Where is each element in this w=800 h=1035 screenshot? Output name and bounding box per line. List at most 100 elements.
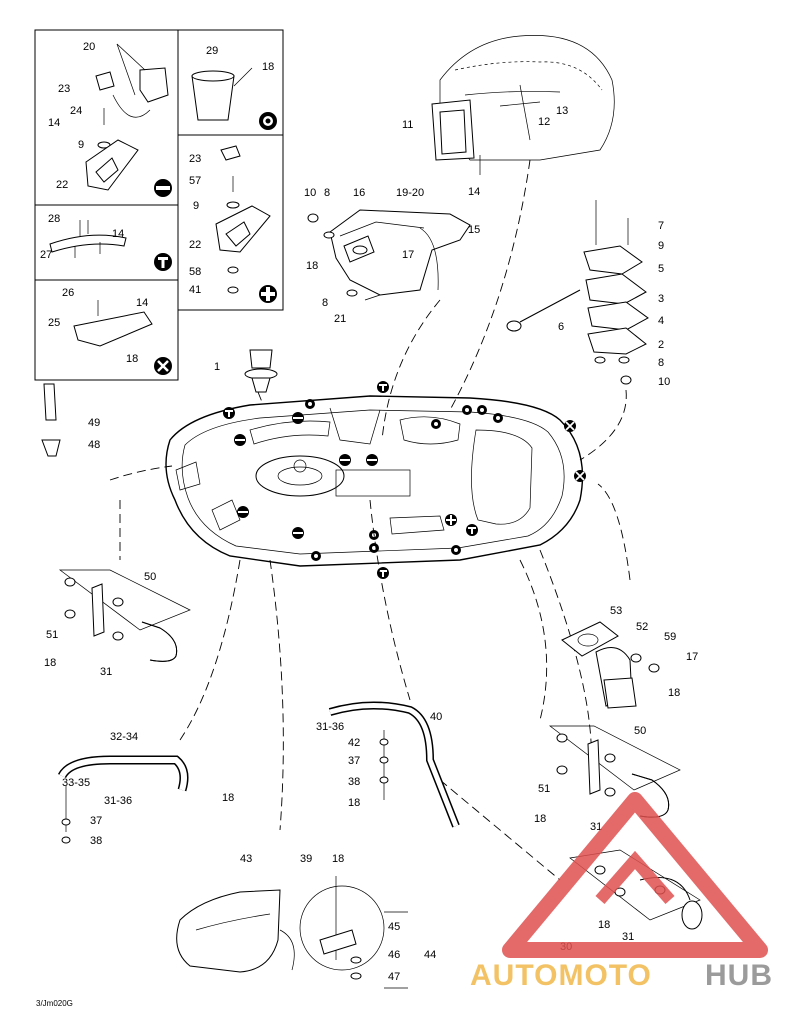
circle-symbol <box>477 405 487 415</box>
part-label: 38 <box>348 776 360 788</box>
detail-hose-32-34 <box>57 755 189 844</box>
part-label: 14 <box>48 117 60 129</box>
part-label: 48 <box>88 439 100 451</box>
bar-symbol <box>292 412 304 424</box>
part-label: 8 <box>658 357 664 369</box>
part-label: 31 <box>622 931 634 943</box>
part-label: 6 <box>558 321 564 333</box>
circle-symbol <box>493 413 503 423</box>
part-label: 31 <box>590 821 602 833</box>
part-label: 10 <box>304 187 316 199</box>
cross-symbol <box>564 420 576 432</box>
tee-symbol-inset <box>154 253 172 271</box>
part-label: 37 <box>90 815 102 827</box>
cross-symbol-inset <box>154 357 172 375</box>
part-label: 1 <box>214 361 220 373</box>
part-label: 38 <box>90 835 102 847</box>
watermark-logo: AUTOMOTO HUB <box>470 792 773 992</box>
bar-symbol <box>154 179 172 197</box>
bar-symbol <box>292 527 304 539</box>
part-label: 7 <box>658 220 664 232</box>
circle-symbol <box>305 399 315 409</box>
part-label: 33-35 <box>62 777 90 789</box>
part-label: 44 <box>424 949 436 961</box>
watermark-hub: HUB <box>705 959 773 992</box>
part-label: 24 <box>70 105 82 117</box>
inset-frames <box>34 29 284 381</box>
part-label: 51 <box>538 783 550 795</box>
circle-symbol-29 <box>259 112 277 130</box>
plus-symbol <box>259 285 277 303</box>
part-label: 8 <box>324 187 330 199</box>
cross-symbol <box>574 470 586 482</box>
part-label: 51 <box>46 629 58 641</box>
part-label: 58 <box>189 266 201 278</box>
part-label: 13 <box>556 105 568 117</box>
detail-vent-stack <box>506 200 649 385</box>
part-label: 31-36 <box>104 795 132 807</box>
detail-glove-panel <box>307 209 471 301</box>
part-label: 26 <box>62 287 74 299</box>
part-label: 41 <box>189 284 201 296</box>
part-label: 17 <box>686 651 698 663</box>
part-label: 42 <box>348 737 360 749</box>
part-label: 12 <box>538 116 550 128</box>
part-label: 43 <box>240 853 252 865</box>
part-label: 20 <box>83 41 95 53</box>
part-label: 18 <box>306 260 318 272</box>
part-label: 9 <box>78 139 84 151</box>
part-label: 4 <box>658 315 664 327</box>
detail-seat <box>176 889 295 973</box>
part-label: 15 <box>468 224 480 236</box>
part-label: 18 <box>126 353 138 365</box>
circle-symbol <box>431 419 441 429</box>
circle-symbol <box>451 545 461 555</box>
detail-drain-port <box>561 621 660 709</box>
part-label: 14 <box>468 186 480 198</box>
part-label: 39 <box>300 853 312 865</box>
part-label: 21 <box>334 313 346 325</box>
part-label: 11 <box>402 119 413 131</box>
part-label: 5 <box>658 263 664 275</box>
inset-cup <box>191 67 253 121</box>
detail-bracket-right <box>548 725 681 818</box>
part-label: 45 <box>388 921 400 933</box>
part-label: 9 <box>658 240 664 252</box>
part-label: 50 <box>634 725 646 737</box>
deck-symbols <box>223 381 586 579</box>
part-label: 40 <box>430 711 442 723</box>
part-label: 31 <box>100 666 112 678</box>
part-label: 3 <box>658 293 664 305</box>
watermark-auto: AUTOMOTO <box>470 959 652 992</box>
inset-bracket-plus <box>215 145 271 294</box>
part-label: 18 <box>348 797 360 809</box>
part-label: 31-36 <box>316 721 344 733</box>
part-label: 18 <box>262 61 274 73</box>
part-label: 23 <box>189 153 201 165</box>
diagram-code: 3/Jm020G <box>36 999 73 1008</box>
part-label: 19-20 <box>396 187 424 199</box>
detail-fastener <box>299 876 408 989</box>
part-label: 28 <box>48 213 60 225</box>
part-label: 14 <box>112 228 124 240</box>
part-label: 18 <box>222 792 234 804</box>
circle-symbol <box>462 405 472 415</box>
tee-symbol <box>377 381 389 393</box>
part-label: 23 <box>58 83 70 95</box>
circle-symbol <box>311 551 321 561</box>
part-label: 17 <box>402 249 414 261</box>
hull-deck <box>165 395 584 567</box>
part-label: 8 <box>322 297 328 309</box>
inset-cleat <box>49 220 127 258</box>
bar-symbol <box>234 434 246 446</box>
watermark-triangle <box>502 792 768 958</box>
part-label: 22 <box>56 179 68 191</box>
bar-symbol <box>366 454 378 466</box>
part-label: 52 <box>636 621 648 633</box>
detail-clamp <box>41 383 61 457</box>
part-label: 29 <box>206 45 218 57</box>
part-label: 18 <box>598 919 610 931</box>
tee-symbol <box>466 524 478 536</box>
detail-bracket-left <box>58 569 191 662</box>
